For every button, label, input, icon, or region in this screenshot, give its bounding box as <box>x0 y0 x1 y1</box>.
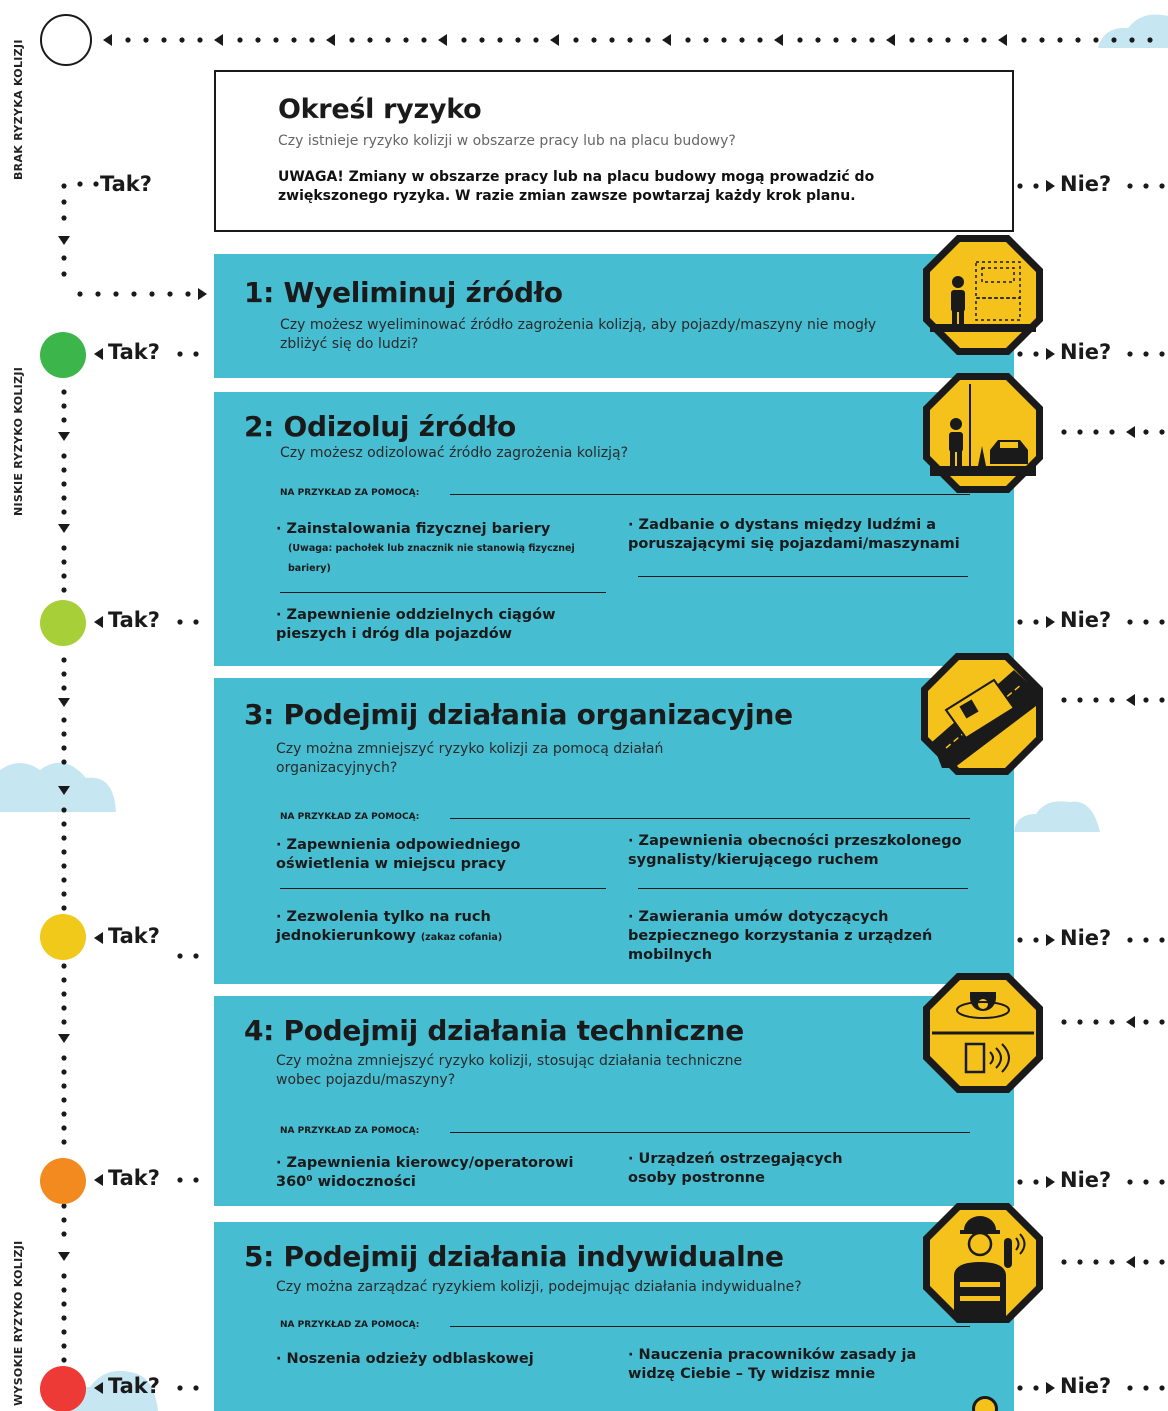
risk-dot-lime <box>40 600 86 646</box>
intro-title: Określ ryzyko <box>278 94 482 125</box>
yes-label: Tak? <box>108 608 160 632</box>
step-5-panel: 5: Podejmij działania indywidualne Czy m… <box>214 1222 1014 1411</box>
example-item: · Noszenia odzieży odblaskowej <box>276 1351 534 1367</box>
step-question: Czy można zmniejszyć ryzyko kolizji za p… <box>276 741 664 776</box>
item-note: (Uwaga: pachołek lub znacznik nie stanow… <box>288 543 575 574</box>
example-item: · Nauczenia pracowników zasady ja widzę … <box>628 1347 917 1382</box>
intro-question: Czy istnieje ryzyko kolizji w obszarze p… <box>278 133 736 149</box>
step-title: 3: Podejmij działania organizacyjne <box>244 698 793 731</box>
step-title: 4: Podejmij działania techniczne <box>244 1014 744 1047</box>
no-label: Nie? <box>1060 926 1112 950</box>
no-label: Nie? <box>1060 340 1112 364</box>
example-label: NA PRZYKŁAD ZA POMOCĄ: <box>280 488 420 498</box>
traffic-plan-icon <box>921 653 1043 775</box>
step-title: 1: Wyeliminuj źródło <box>244 276 563 309</box>
example-item: · Zapewnienia obecności przeszkolonego s… <box>628 833 962 868</box>
example-label: NA PRZYKŁAD ZA POMOCĄ: <box>280 1320 420 1330</box>
intro-box: Określ ryzyko Czy istnieje ryzyko kolizj… <box>214 70 1014 232</box>
step-title: 5: Podejmij działania indywidualne <box>244 1240 784 1273</box>
label-low-risk: NISKIE RYZYKO KOLIZJI <box>12 366 25 516</box>
no-label: Nie? <box>1060 172 1112 196</box>
item-text: · Zainstalowania fizycznej bariery <box>276 521 551 537</box>
yes-label: Tak? <box>108 1374 160 1398</box>
step-4-panel: 4: Podejmij działania techniczne Czy moż… <box>214 996 1014 1206</box>
example-label: NA PRZYKŁAD ZA POMOCĄ: <box>280 812 420 822</box>
divider <box>280 888 606 889</box>
example-item: · Zawierania umów dotyczących bezpieczne… <box>628 909 933 963</box>
step-title: 2: Odizoluj źródło <box>244 410 516 443</box>
step-2-panel: 2: Odizoluj źródło Czy możesz odizolować… <box>214 392 1014 666</box>
example-item: · Zapewnienia kierowcy/operatorowi 360⁰ … <box>276 1155 574 1190</box>
example-item: · Urządzeń ostrzegających osoby postronn… <box>628 1151 843 1186</box>
yes-label: Tak? <box>100 172 152 196</box>
divider <box>638 888 968 889</box>
divider <box>450 1326 970 1327</box>
yes-label: Tak? <box>108 340 160 364</box>
step-question: Czy możesz wyeliminować źródło zagrożeni… <box>280 317 877 352</box>
step-question: Czy można zmniejszyć ryzyko kolizji, sto… <box>276 1053 743 1088</box>
intro-warning: UWAGA! Zmiany w obszarze pracy lub na pl… <box>278 169 875 204</box>
divider <box>450 818 970 819</box>
no-label: Nie? <box>1060 1168 1112 1192</box>
example-item: · Zadbanie o dystans między ludźmi a por… <box>628 517 960 552</box>
example-item: · Zezwolenia tylko na ruch jednokierunko… <box>276 908 606 947</box>
example-item: · Zainstalowania fizycznej bariery (Uwag… <box>276 520 596 579</box>
risk-dot-orange <box>40 1158 86 1204</box>
partial-icon <box>972 1396 998 1411</box>
example-label: NA PRZYKŁAD ZA POMOCĄ: <box>280 1126 420 1136</box>
no-label: Nie? <box>1060 1374 1112 1398</box>
start-circle <box>40 14 92 66</box>
example-item: · Zapewnienia odpowiedniego oświetlenia … <box>276 837 521 872</box>
barrier-separation-icon <box>923 373 1043 493</box>
label-high-risk: WYSOKIE RYZYKO KOLIZJI <box>12 1240 25 1406</box>
step-3-panel: 3: Podejmij działania organizacyjne Czy … <box>214 678 1014 984</box>
step-question: Czy można zarządzać ryzykiem kolizji, po… <box>276 1279 802 1295</box>
yes-label: Tak? <box>108 924 160 948</box>
step-question: Czy możesz odizolować źródło zagrożenia … <box>280 445 629 461</box>
item-text: · Zezwolenia tylko na ruch jednokierunko… <box>276 909 491 944</box>
divider <box>638 576 968 577</box>
step-1-panel: 1: Wyeliminuj źródło Czy możesz wyelimin… <box>214 254 1014 378</box>
risk-dot-yellow <box>40 914 86 960</box>
item-note: (zakaz cofania) <box>420 932 503 943</box>
risk-dot-red <box>40 1366 86 1411</box>
worker-vest-icon <box>923 1203 1043 1323</box>
camera-alarm-icon <box>923 973 1043 1093</box>
divider <box>450 1132 970 1133</box>
no-label: Nie? <box>1060 608 1112 632</box>
example-item: · Zapewnienie oddzielnych ciągów pieszyc… <box>276 607 556 642</box>
risk-dot-green <box>40 332 86 378</box>
person-and-truck-icon <box>923 235 1043 355</box>
divider <box>280 592 606 593</box>
yes-label: Tak? <box>108 1166 160 1190</box>
label-no-risk: BRAK RYZYKA KOLIZJI <box>12 39 25 180</box>
divider <box>450 494 970 495</box>
